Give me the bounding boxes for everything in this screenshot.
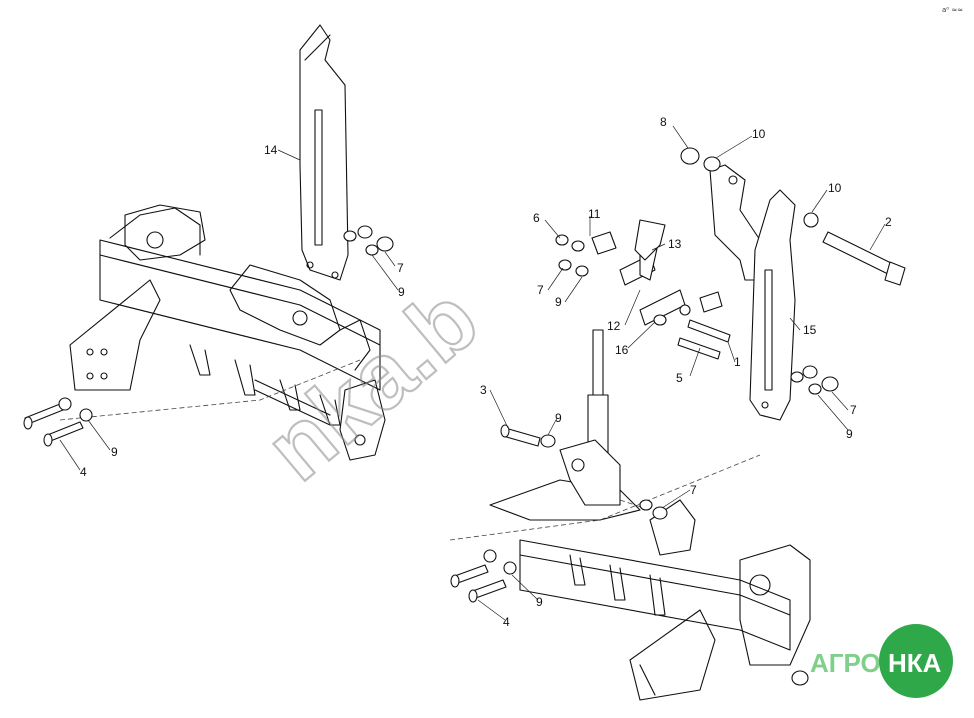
callout-14-left: 14 bbox=[264, 143, 278, 157]
leader-lines bbox=[59, 125, 886, 621]
callout-16: 16 bbox=[615, 343, 629, 357]
agronka-logo: АГРО НКА bbox=[810, 624, 953, 698]
callout-13: 13 bbox=[668, 237, 682, 251]
callout-9-bottom-right: 9 bbox=[536, 595, 543, 609]
callout-10-top: 10 bbox=[752, 127, 766, 141]
part-2-bolt bbox=[822, 231, 906, 286]
callout-2: 2 bbox=[885, 215, 892, 229]
callout-15: 15 bbox=[803, 323, 817, 337]
callout-4-right: 4 bbox=[503, 615, 510, 629]
callout-7-bottom: 7 bbox=[690, 483, 697, 497]
callout-9-right: 9 bbox=[846, 427, 853, 441]
left-frame-assembly bbox=[59, 204, 386, 461]
callout-7-mid: 7 bbox=[537, 283, 544, 297]
callout-7-right: 7 bbox=[850, 403, 857, 417]
callout-4-left: 4 bbox=[80, 465, 87, 479]
right-frame-assembly bbox=[449, 329, 811, 701]
callout-12: 12 bbox=[607, 319, 621, 333]
callout-7-left: 7 bbox=[397, 261, 404, 275]
callout-6: 6 bbox=[533, 211, 540, 225]
callout-3: 3 bbox=[480, 383, 487, 397]
callout-9-mid: 9 bbox=[555, 295, 562, 309]
callout-1: 1 bbox=[734, 355, 741, 369]
corner-mark: a⁰ ≈≈ bbox=[942, 6, 963, 14]
part-15-lever bbox=[709, 164, 796, 421]
callout-9-shaft: 9 bbox=[555, 411, 562, 425]
logo-circle bbox=[879, 624, 953, 698]
left-fasteners bbox=[23, 225, 394, 447]
callout-11: 11 bbox=[588, 207, 601, 221]
logo-text-left: АГРО bbox=[810, 648, 881, 678]
logo-text-right: НКА bbox=[888, 648, 942, 678]
callout-10-right: 10 bbox=[828, 181, 842, 195]
callout-9-left: 9 bbox=[398, 285, 405, 299]
part-14-lever bbox=[299, 24, 349, 281]
right-fasteners bbox=[450, 147, 839, 603]
watermark-text: nka.b bbox=[247, 268, 497, 501]
callout-5: 5 bbox=[676, 371, 683, 385]
callout-numbers: 14 7 9 4 9 8 10 10 2 6 11 13 7 9 12 16 5… bbox=[80, 115, 892, 629]
callout-9-bottom-left: 9 bbox=[111, 445, 118, 459]
callout-8: 8 bbox=[660, 115, 667, 129]
